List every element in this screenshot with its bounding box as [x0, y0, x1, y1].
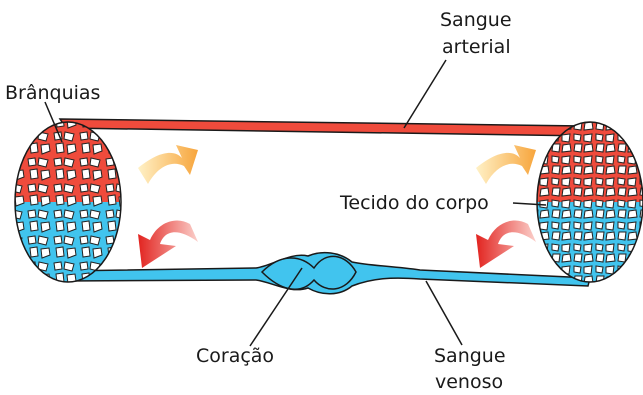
body-tissue-structure	[536, 121, 643, 283]
label-body-tissue: Tecido do corpo	[340, 192, 489, 214]
flow-arrow-bottom-right	[476, 220, 536, 268]
pointer-tissue	[512, 202, 547, 206]
label-heart: Coração	[196, 345, 275, 367]
label-arterial-line1: Sangue	[440, 9, 512, 31]
label-gills: Brânquias	[5, 82, 101, 104]
flow-arrow-bottom-left	[138, 220, 198, 268]
pointer-venous	[425, 280, 463, 346]
pointer-gills	[44, 101, 63, 143]
label-venous-line1: Sangue	[434, 345, 506, 367]
flow-arrow-top-left	[138, 145, 198, 184]
arterial-vessel	[58, 118, 592, 137]
label-arterial-line2: arterial	[442, 36, 511, 58]
gills-structure	[14, 121, 122, 283]
heart-shape	[260, 255, 357, 290]
pointer-arterial	[403, 59, 447, 129]
flow-arrow-top-right	[476, 145, 536, 184]
pointer-heart	[249, 267, 303, 347]
label-venous-line2: venoso	[435, 371, 504, 393]
